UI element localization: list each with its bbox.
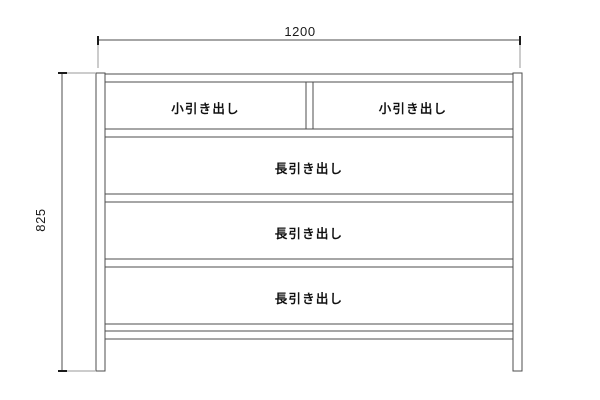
- right-side-post: [512, 72, 523, 372]
- drawer-row-small: [104, 81, 514, 130]
- rail-1: [105, 128, 513, 138]
- rail-3: [105, 258, 513, 268]
- drawer-label-long-1: 長引き出し: [274, 161, 344, 176]
- drawer-label-long-2: 長引き出し: [274, 226, 344, 241]
- drawer-row-long-3: [104, 266, 514, 325]
- drawer-label-long-3: 長引き出し: [274, 291, 344, 306]
- drawer-label-small-right: 小引き出し: [378, 101, 448, 116]
- height-dimension-label: 825: [33, 208, 48, 232]
- drawer-row-long-2: [104, 201, 514, 260]
- top-rail: [105, 73, 513, 83]
- width-dimension-label: 1200: [284, 24, 316, 39]
- drawer-label-small-left: 小引き出し: [171, 101, 240, 116]
- rail-2: [105, 193, 513, 203]
- left-side-post: [95, 72, 106, 372]
- height-dimension-line: [58, 72, 95, 372]
- width-dimension-line: [97, 36, 521, 68]
- bottom-rail: [105, 323, 513, 340]
